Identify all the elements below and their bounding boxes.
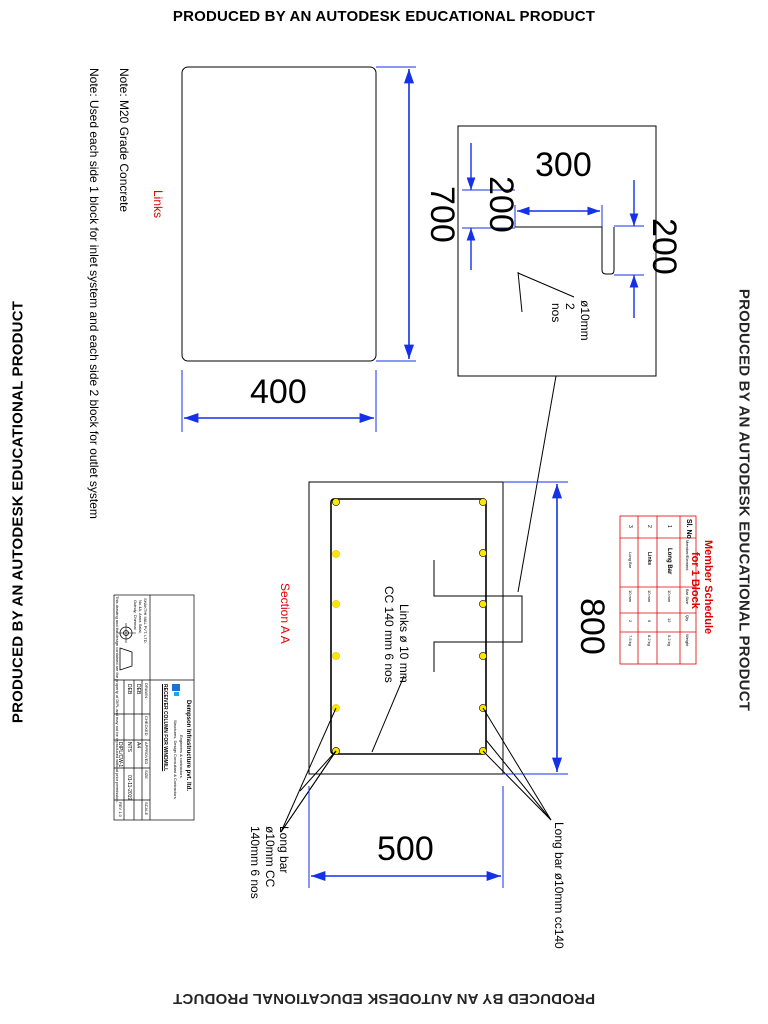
- longbars-right: [479, 498, 487, 755]
- tb-revision: REV 1.0: [118, 802, 123, 817]
- note-concrete: Note: M20 Grade Concrete: [117, 68, 131, 213]
- detail-callout-leader: [517, 375, 557, 593]
- link-detail: [457, 125, 657, 377]
- schedule-header-barsize: Bar Size: [685, 589, 690, 605]
- schedule-r2-barsize: 10 mm: [647, 590, 652, 603]
- link-label-2: 2: [563, 303, 577, 310]
- schedule-r1-barsize: 10 mm: [667, 590, 672, 603]
- title-block-symbols: [116, 623, 180, 696]
- links-view: [181, 66, 416, 432]
- links-label-leader: [371, 675, 405, 753]
- links-dim-height: 700: [423, 186, 461, 243]
- schedule-header-slno: Sl. No: [685, 519, 692, 539]
- schedule-r1-weight: 5.2 kg: [667, 635, 672, 646]
- tb-drawn-by: DEB: [135, 684, 141, 695]
- bar-dot: [479, 600, 487, 608]
- banner-bottom: PRODUCED BY AN AUTODESK EDUCATIONAL PROD…: [172, 990, 596, 1007]
- tb-company-sub1: Engineers & contractors: [179, 735, 184, 778]
- tb-client-3: Guindy, Chennai: [133, 600, 138, 630]
- tb-drawing-no: DIPL/CW-1: [117, 742, 123, 768]
- tb-label-approved: APPROVED: [144, 742, 149, 765]
- schedule-r1-qty: 12: [667, 618, 672, 623]
- note-blocks: Note: Used each side 1 block for inlet s…: [87, 68, 101, 519]
- section-outer: [308, 481, 504, 775]
- tb-label-drawn: DRAWN: [144, 683, 149, 698]
- bar-dot: [479, 549, 487, 557]
- title-block-grid: [113, 594, 195, 821]
- banner-right: PRODUCED BY AN AUTODESK EDUCATIONAL PROD…: [735, 288, 753, 712]
- schedule-r1-slno: 1: [666, 525, 672, 528]
- links-outline: [181, 66, 377, 362]
- member-schedule-grid: [619, 515, 697, 665]
- bar-dot: [332, 498, 340, 506]
- bar-dot: [479, 652, 487, 660]
- section-link-hook: [433, 560, 523, 672]
- schedule-r3-barsize: 10 mm: [628, 590, 633, 603]
- tb-drawing-title: RECEIVER COLUMN FOR WINDMILL: [162, 684, 168, 772]
- schedule-r3-qty: 2: [628, 620, 633, 623]
- schedule-r2-member: Links: [646, 552, 652, 566]
- schedule-r2-slno: 2: [646, 525, 652, 528]
- banner-top: PRODUCED BY AN AUTODESK EDUCATIONAL PROD…: [172, 8, 596, 25]
- link-label-3: nos: [549, 303, 563, 323]
- schedule-r2-weight: 8.2 kg: [647, 635, 652, 646]
- tb-size: A4: [135, 742, 141, 749]
- tb-company: Dempson Infrastructure pvt. ltd.: [185, 700, 191, 792]
- schedule-title-2: for 1 Block: [689, 552, 701, 609]
- company-logo: [172, 684, 180, 691]
- links-title: Links: [151, 190, 165, 219]
- link-hook: [517, 271, 523, 313]
- link-shape: [515, 226, 615, 275]
- longbar-left-label-1: Long bar: [277, 826, 291, 874]
- section-dim-width: 500: [377, 830, 434, 868]
- schedule-header-weight: Weight: [685, 634, 690, 647]
- tb-scale: NTS: [126, 742, 132, 752]
- schedule-r3-weight: 7.5 kg: [628, 635, 633, 646]
- link-dim-300: 300: [535, 146, 592, 184]
- link-dim-200-left: 200: [482, 176, 520, 233]
- longbar-right-label: Long bar ø10mm cc140: [552, 822, 566, 949]
- tb-client-2: No.4A, Anna Salai,: [138, 600, 143, 634]
- longbar-right-leaders: [482, 707, 552, 821]
- section-links-label-1: Links ø 10 mm: [397, 604, 411, 683]
- longbar-left-label-3: 140mm 6 nos: [248, 826, 262, 899]
- tb-label-scale: SCALE: [144, 802, 149, 816]
- link-detail-frame: [457, 125, 657, 377]
- company-logo-accent: [174, 692, 179, 696]
- projection-cone: [119, 647, 133, 671]
- bar-dot: [332, 550, 340, 558]
- schedule-r1-member: Long Bar: [666, 548, 672, 575]
- schedule-title-1: Member Schedule: [702, 540, 714, 635]
- schedule-header-qty: Qty: [685, 615, 690, 622]
- tb-client-1: SHAKTHI MAL PVT. LTD.: [143, 598, 148, 644]
- section-links-label-2: CC 140 mm 6 nos: [382, 586, 396, 683]
- longbar-left-label-2: ø10mm CC: [263, 826, 277, 888]
- bar-dot: [479, 498, 487, 506]
- tb-label-size: SIZE: [144, 770, 149, 779]
- section-title: Section A A: [278, 583, 292, 644]
- schedule-r2-qty: 6: [647, 620, 652, 623]
- tb-date: 01-11-2019: [126, 775, 132, 801]
- section-aa: [280, 481, 568, 888]
- section-dim-height: 800: [573, 598, 611, 655]
- schedule-header-member: Member/Element: [685, 540, 690, 571]
- tb-label-checked: CHECKED: [144, 716, 149, 736]
- tb-disclaimer: This drawing and the design contained ar…: [115, 596, 120, 803]
- schedule-r3-slno: 3: [627, 525, 633, 528]
- link-label-leader: [517, 272, 575, 298]
- link-dim-200-right: 200: [645, 218, 683, 275]
- link-label-1: ø10mm: [578, 300, 592, 341]
- links-dim-width: 400: [250, 373, 307, 411]
- longbars-left: [332, 498, 340, 755]
- bar-dot: [332, 652, 340, 660]
- banner-left: PRODUCED BY AN AUTODESK EDUCATIONAL PROD…: [9, 300, 27, 724]
- section-link-cage: [330, 498, 487, 755]
- tb-checked-by: DEB: [126, 684, 132, 695]
- schedule-r3-member: Long Bar: [628, 552, 633, 569]
- tb-company-sub2: Structures, Design Consultant & Contract…: [173, 720, 178, 799]
- bar-dot: [332, 600, 340, 608]
